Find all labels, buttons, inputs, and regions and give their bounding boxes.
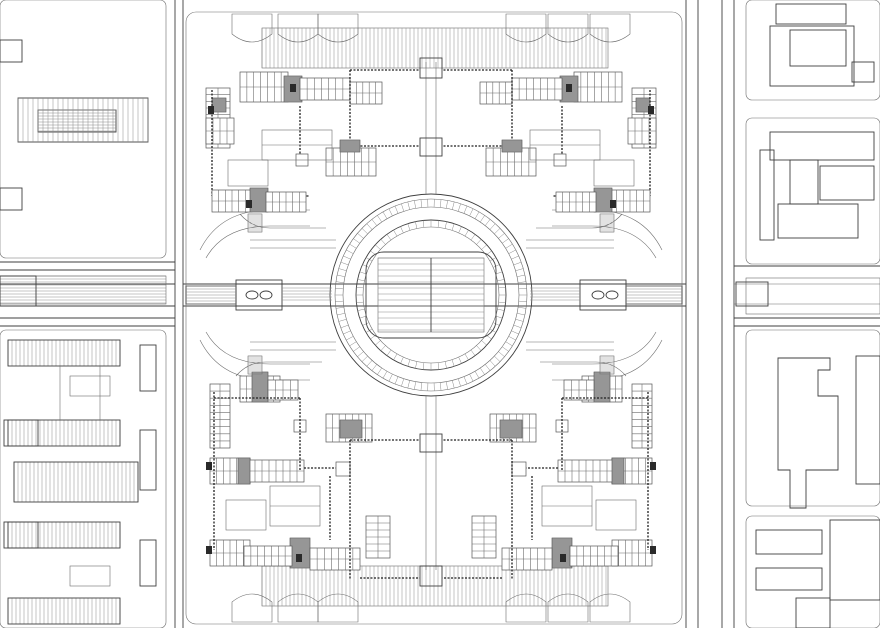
right-neighbour-blocks: [735, 0, 880, 628]
quadrant-north-east: [442, 69, 657, 233]
campus-parcel: [185, 11, 683, 625]
boulevard-features: [185, 279, 683, 311]
perimeter-arcades: [231, 13, 631, 623]
central-stadium: [329, 193, 533, 397]
left-neighbour-blocks: [0, 0, 167, 628]
quadrant-south-east: [442, 355, 656, 580]
quadrant-north-west: [205, 69, 420, 233]
quadrant-south-west: [206, 355, 420, 580]
central-spine: [419, 57, 443, 587]
school-building-quadrants: [205, 69, 657, 580]
